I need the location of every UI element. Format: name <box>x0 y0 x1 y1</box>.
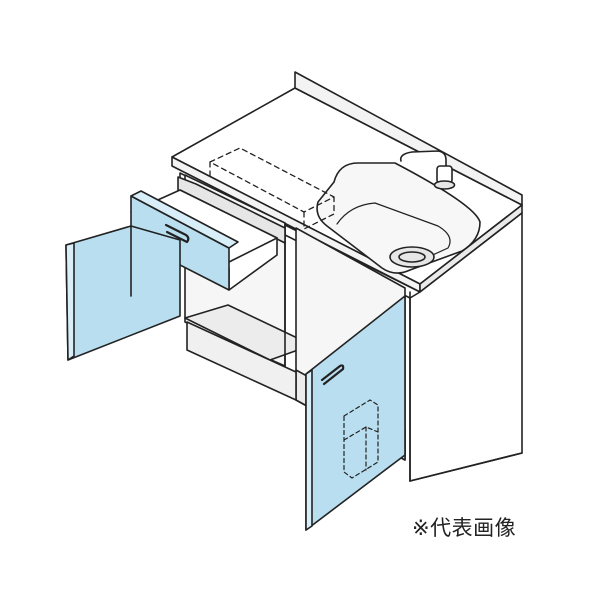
left-door[interactable] <box>65 225 181 361</box>
left-door-panel[interactable] <box>65 225 181 361</box>
cabinet-bottom-edge <box>409 452 523 482</box>
right-door[interactable] <box>305 295 406 531</box>
faucet-icon <box>399 150 456 190</box>
door-hidden-bracket <box>343 399 379 479</box>
drawer-cavity <box>177 176 286 244</box>
hidden-drawer-outline <box>209 147 335 230</box>
sink-basin <box>316 162 481 274</box>
sink-inner-wall <box>336 202 451 265</box>
door-handle-icon[interactable] <box>320 364 345 386</box>
representative-image-note: ※代表画像 <box>412 516 517 540</box>
drawer-handle-icon[interactable] <box>164 223 190 244</box>
cabinet-plinth <box>186 321 297 401</box>
sink-drain-inner <box>398 251 426 263</box>
sink-drain <box>389 246 435 268</box>
